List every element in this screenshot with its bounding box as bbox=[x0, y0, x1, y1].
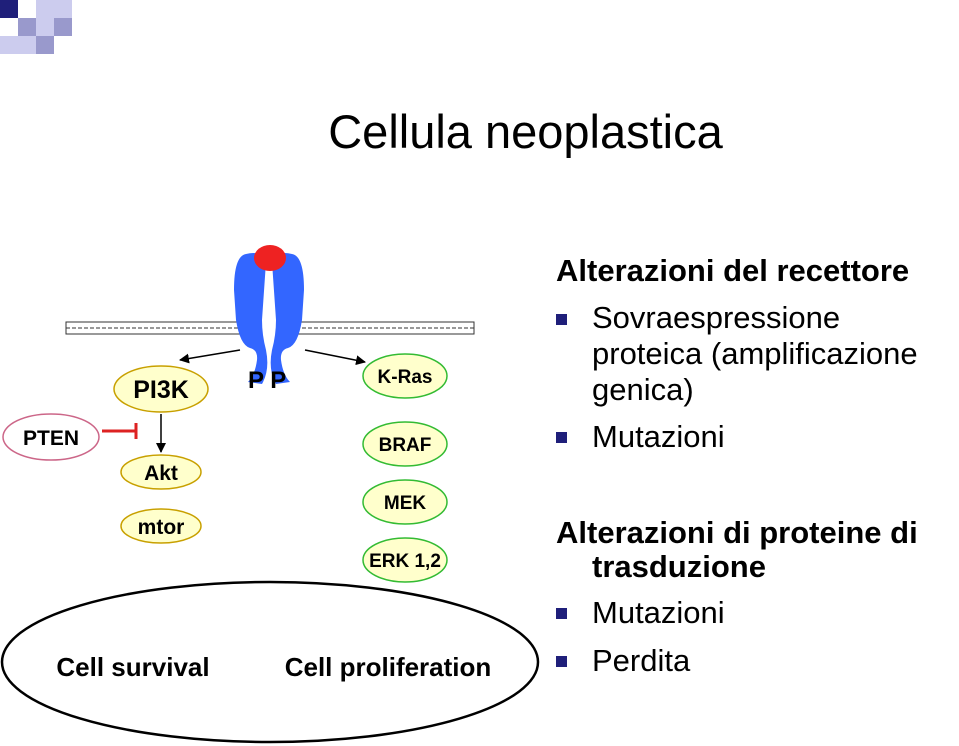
nucleus-outline bbox=[0, 580, 540, 744]
bullet-icon bbox=[556, 656, 567, 667]
svg-text:K-Ras: K-Ras bbox=[378, 367, 433, 388]
inhibition-icon bbox=[102, 423, 138, 439]
svg-text:Akt: Akt bbox=[144, 462, 178, 485]
svg-text:PI3K: PI3K bbox=[133, 376, 189, 404]
section2-item-1: Mutazioni bbox=[592, 595, 725, 630]
ligand-icon bbox=[254, 245, 286, 271]
node-kras: K-Ras bbox=[362, 353, 448, 399]
bullet-icon bbox=[556, 608, 567, 619]
signaling-diagram: P P PI3K Akt mtor PTEN K-Ras BRAF MEK ER… bbox=[0, 245, 540, 744]
node-pi3k: PI3K bbox=[113, 365, 209, 413]
cell-membrane bbox=[65, 321, 475, 335]
page-title: Cellula neoplastica bbox=[328, 105, 723, 158]
svg-text:MEK: MEK bbox=[384, 493, 427, 514]
corner-logo bbox=[0, 0, 72, 54]
svg-text:PTEN: PTEN bbox=[23, 427, 79, 450]
svg-text:ERK 1,2: ERK 1,2 bbox=[369, 551, 441, 572]
section1-item-2: Mutazioni bbox=[592, 419, 725, 454]
outcome-cell-survival: Cell survival bbox=[56, 652, 209, 682]
bullet-icon bbox=[556, 314, 567, 325]
node-erk: ERK 1,2 bbox=[362, 537, 448, 583]
section1-heading: Alterazioni del recettore bbox=[556, 253, 910, 288]
node-pten: PTEN bbox=[2, 413, 100, 461]
node-mek: MEK bbox=[362, 479, 448, 525]
node-mtor: mtor bbox=[120, 508, 202, 544]
arrow-to-pi3k bbox=[179, 349, 241, 364]
node-akt: Akt bbox=[120, 454, 202, 490]
phospho-label: P P bbox=[248, 367, 286, 394]
section1-item-1: Sovraespressione proteica (amplificazion… bbox=[592, 300, 918, 407]
receptor-icon bbox=[234, 245, 304, 384]
node-braf: BRAF bbox=[362, 421, 448, 467]
svg-text:BRAF: BRAF bbox=[379, 435, 432, 456]
section2-heading: Alterazioni di proteine di trasduzione bbox=[556, 515, 918, 584]
bullet-icon bbox=[556, 432, 567, 443]
arrow-to-kras bbox=[304, 349, 366, 366]
outcome-cell-proliferation: Cell proliferation bbox=[285, 652, 492, 682]
section2-item-2: Perdita bbox=[592, 643, 691, 678]
svg-text:mtor: mtor bbox=[138, 516, 185, 539]
